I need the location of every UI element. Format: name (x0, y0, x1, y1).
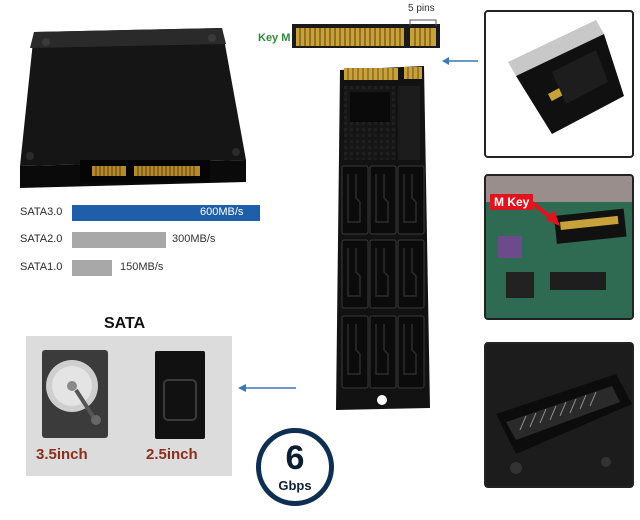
m2-slot-closeup-photo (484, 342, 634, 488)
speed-row-sata2: SATA2.0 300MB/s (20, 230, 260, 250)
m-key-callout: M Key (490, 194, 534, 210)
speed-bar-sata2 (72, 232, 166, 248)
arrow-left-icon (440, 54, 480, 66)
speed-label: SATA2.0 (20, 233, 63, 245)
hdd-3-5-inch-image (40, 348, 110, 440)
speed-label: SATA1.0 (20, 261, 63, 273)
speed-value: 600MB/s (200, 206, 244, 218)
speed-badge: 6 Gbps (256, 428, 334, 506)
speed-row-sata3: SATA3.0 600MB/s (20, 203, 260, 223)
m2-edge-connector-image (292, 14, 440, 48)
motherboard-m-key-photo: M Key (484, 174, 634, 320)
badge-number: 6 (285, 439, 305, 477)
pcie-adapter-photo (484, 10, 634, 158)
drive-label: 3.5inch (36, 446, 88, 463)
speed-row-sata1: SATA1.0 150MB/s (20, 258, 260, 278)
speed-label: SATA3.0 (20, 206, 63, 218)
sata-title: SATA (104, 315, 146, 332)
arrow-left-icon (236, 381, 298, 393)
sata-drives-panel: 3.5inch 2.5inch (26, 336, 232, 476)
m2-sata-card-image (326, 62, 436, 412)
pins-label: 5 pins (408, 3, 435, 14)
ssd-enclosure-image (0, 10, 260, 190)
drive-label: 2.5inch (146, 446, 198, 463)
badge-unit: Gbps (278, 478, 312, 493)
key-m-label: Key M (258, 32, 291, 44)
ssd-2-5-inch-image (154, 350, 206, 440)
speed-value: 300MB/s (172, 233, 216, 245)
speed-bar-sata1 (72, 260, 112, 276)
speed-bar-sata3 (72, 205, 260, 221)
speed-value: 150MB/s (120, 261, 164, 273)
